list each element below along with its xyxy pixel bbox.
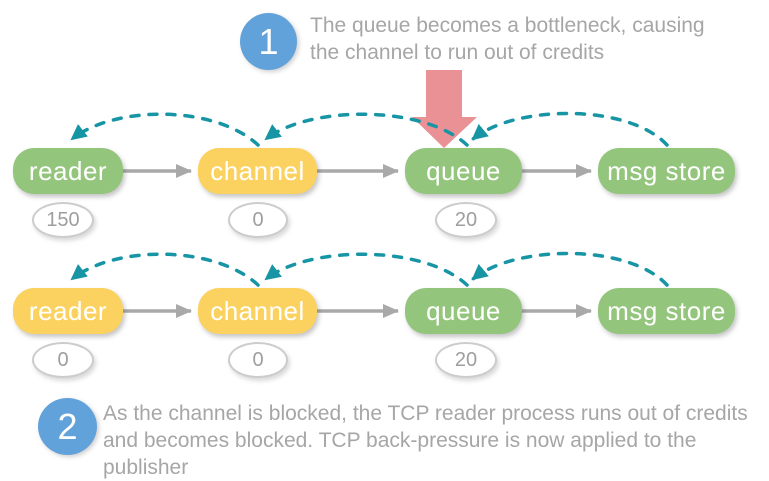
credit-counter-channel-row2: 0 xyxy=(228,342,288,378)
node-channel-row2: channel xyxy=(198,288,317,334)
dashed-arc-arrow-icon xyxy=(471,111,669,147)
note-line: As the channel is blocked, the TCP reade… xyxy=(103,402,748,425)
dashed-arc-arrow-icon xyxy=(264,252,469,287)
node-msgstore-row1: msg store xyxy=(598,148,735,194)
credit-value: 20 xyxy=(454,348,478,371)
step-2-number: 2 xyxy=(57,405,78,447)
step-2-badge: 2 xyxy=(38,398,97,455)
credit-flow-row-2 xyxy=(70,251,669,287)
dashed-arc-arrow-icon xyxy=(471,251,669,287)
credit-counter-queue-row2: 20 xyxy=(435,342,497,378)
credit-value: 0 xyxy=(252,208,264,231)
note-line: publisher xyxy=(103,456,189,479)
node-label: queue xyxy=(426,295,501,326)
node-msgstore-row2: msg store xyxy=(598,288,735,334)
node-label: reader xyxy=(28,295,108,326)
credit-value: 0 xyxy=(252,348,264,371)
note-line: the channel to run out of credits xyxy=(310,41,605,64)
credit-value: 0 xyxy=(57,348,69,371)
node-label: channel xyxy=(210,295,305,326)
node-queue-row1: queue xyxy=(405,148,522,194)
note-line: The queue becomes a bottleneck, causing xyxy=(310,14,705,37)
node-label: msg store xyxy=(607,295,726,326)
dashed-arc-arrow-icon xyxy=(264,112,469,147)
credit-counter-queue-row1: 20 xyxy=(435,202,497,238)
step-1-number: 1 xyxy=(258,20,279,62)
credit-flow-row-1 xyxy=(70,111,669,147)
step-1-badge: 1 xyxy=(240,13,297,70)
dashed-arc-arrow-icon xyxy=(70,252,260,287)
step-1-note: The queue becomes a bottleneck, causing … xyxy=(310,12,705,66)
node-label: channel xyxy=(210,155,305,186)
step-2-note: As the channel is blocked, the TCP reade… xyxy=(103,400,748,481)
credit-counter-channel-row1: 0 xyxy=(228,202,288,238)
bottleneck-arrow-icon xyxy=(412,70,477,148)
credit-counter-reader-row1: 150 xyxy=(32,202,94,238)
node-queue-row2: queue xyxy=(405,288,522,334)
node-label: reader xyxy=(28,155,108,186)
credit-counter-reader-row2: 0 xyxy=(32,342,94,378)
node-label: msg store xyxy=(607,155,726,186)
dashed-arc-arrow-icon xyxy=(70,112,260,147)
node-reader-row2: reader xyxy=(13,288,123,334)
note-line: and becomes blocked. TCP back-pressure i… xyxy=(103,429,697,452)
credit-value: 20 xyxy=(454,208,478,231)
node-reader-row1: reader xyxy=(13,148,123,194)
node-channel-row1: channel xyxy=(198,148,317,194)
credit-value: 150 xyxy=(46,208,80,231)
node-label: queue xyxy=(426,155,501,186)
